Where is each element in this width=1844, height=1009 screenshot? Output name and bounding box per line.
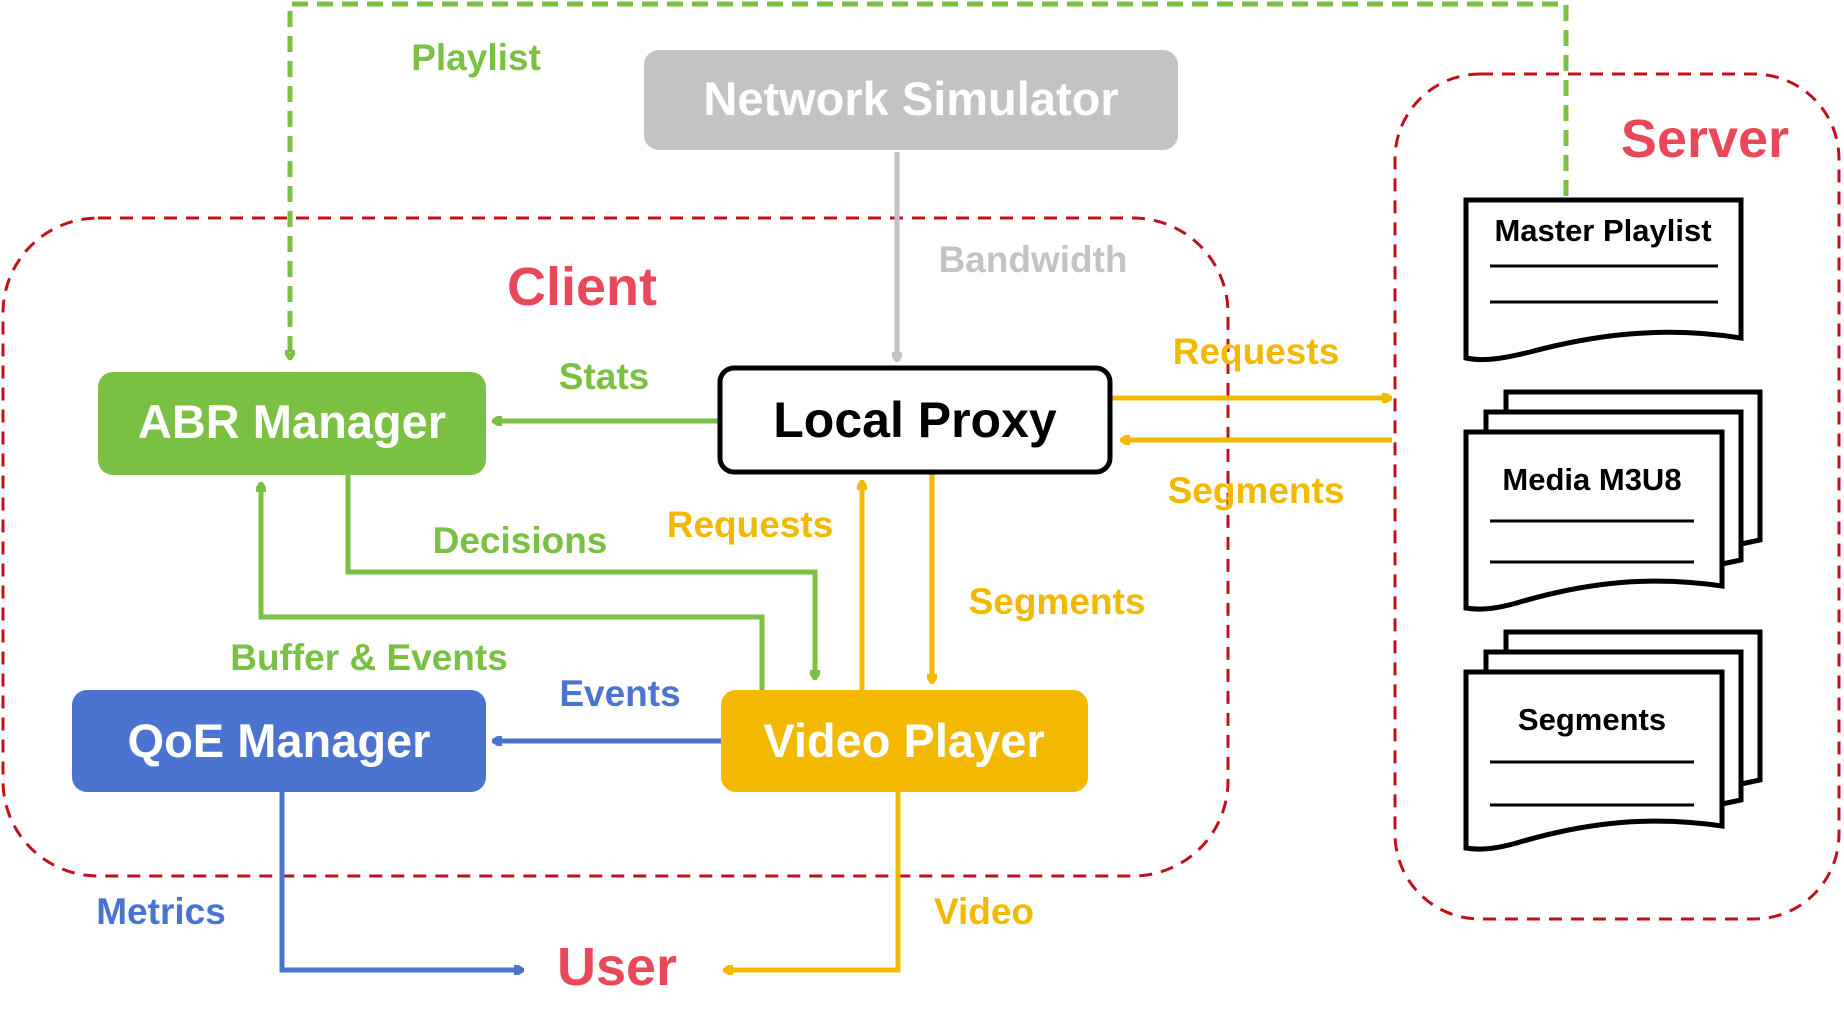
server-title: Server [1621, 109, 1789, 169]
network-simulator-label: Network Simulator [703, 72, 1118, 125]
local-proxy-label: Local Proxy [773, 392, 1057, 448]
decisions-edge [345, 474, 815, 678]
client-region [1, 216, 1230, 878]
buffer-events-label: Buffer & Events [230, 637, 508, 678]
video-player-label: Video Player [763, 714, 1044, 767]
playlist-label: Playlist [411, 37, 541, 78]
media-m3u8-document: Media M3U8 [1463, 389, 1763, 612]
server-region [1393, 72, 1841, 921]
qoe-manager-label: QoE Manager [128, 714, 431, 767]
video-player-node: Video Player [721, 690, 1088, 792]
bandwidth-label: Bandwidth [938, 239, 1127, 280]
abr-manager-label: ABR Manager [138, 395, 446, 448]
qoe-manager-node: QoE Manager [72, 690, 486, 792]
master-playlist-label: Master Playlist [1494, 213, 1711, 248]
master-playlist-document: Master Playlist [1463, 197, 1744, 363]
playlist-edge [290, 1, 1569, 358]
segments-document: Segments [1463, 629, 1763, 852]
segments-from-server-label: Segments [1168, 470, 1345, 511]
stats-label: Stats [559, 356, 649, 397]
segments-to-player-label: Segments [969, 581, 1146, 622]
user-label: User [557, 937, 677, 997]
abr-manager-node: ABR Manager [98, 372, 486, 475]
media-m3u8-label: Media M3U8 [1502, 462, 1681, 497]
decisions-label: Decisions [433, 520, 608, 561]
requests-to-server-label: Requests [1173, 331, 1340, 372]
requests-to-proxy-label: Requests [667, 504, 834, 545]
local-proxy-node: Local Proxy [717, 365, 1113, 475]
events-label: Events [559, 673, 680, 714]
video-label: Video [934, 891, 1034, 932]
metrics-label: Metrics [96, 891, 226, 932]
buffer-events-edge [261, 484, 765, 690]
segments-doc-label: Segments [1518, 702, 1666, 737]
network-simulator-node: Network Simulator [644, 50, 1178, 150]
video-edge [725, 792, 901, 970]
client-title: Client [507, 257, 657, 317]
metrics-edge [279, 792, 522, 970]
